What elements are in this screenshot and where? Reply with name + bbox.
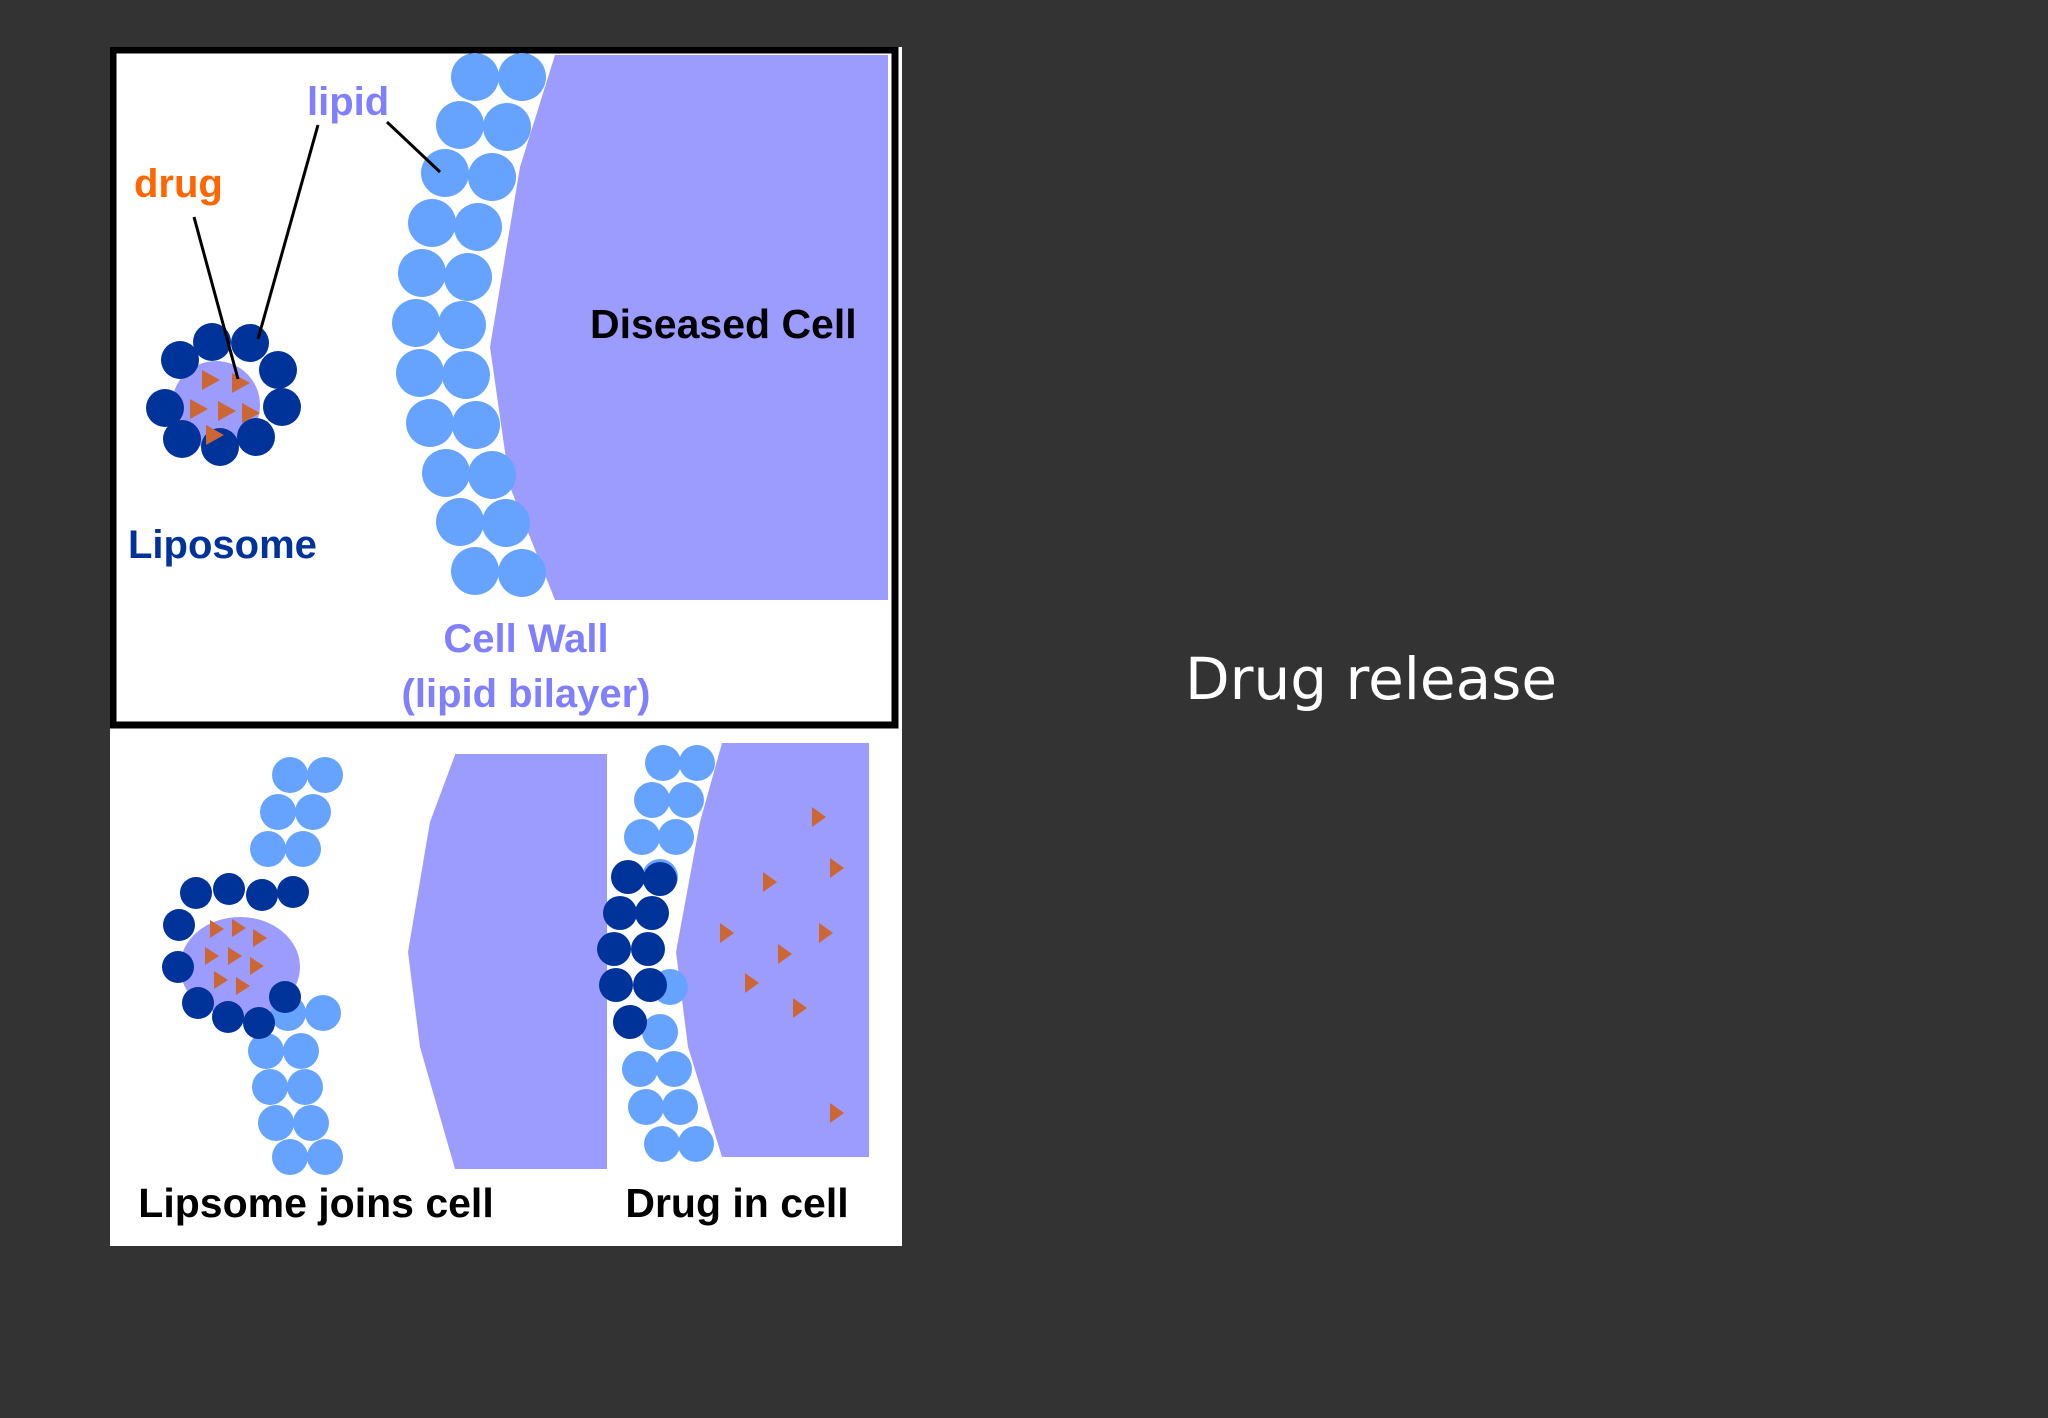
diseased-cell-label: Diseased Cell bbox=[590, 301, 857, 347]
liposome-merging bbox=[162, 873, 309, 1039]
cell-joining-body bbox=[455, 754, 607, 1169]
cell-wall-label: Cell Wall bbox=[443, 617, 608, 661]
diseased-cell bbox=[490, 55, 888, 600]
drug-label: drug bbox=[134, 162, 223, 206]
liposome-label: Liposome bbox=[128, 523, 317, 567]
cell-wall-joining bbox=[248, 757, 343, 1175]
released-drug bbox=[720, 807, 844, 1123]
leader-lines bbox=[192, 120, 442, 380]
drug-in-cell-caption: Drug in cell bbox=[625, 1180, 848, 1226]
drug-delivery-diagram: drug lipid Liposome Diseased Cell Cell W… bbox=[110, 47, 902, 1246]
lipid-label: lipid bbox=[307, 80, 389, 124]
bottom-right-panel: Drug in cell bbox=[597, 743, 869, 1226]
slide-caption: Drug release bbox=[1185, 645, 1558, 713]
cell-wall-sublabel: (lipid bilayer) bbox=[402, 672, 651, 716]
bottom-left-panel: Lipsome joins cell bbox=[138, 754, 607, 1226]
lipsome-joins-cell-caption: Lipsome joins cell bbox=[138, 1180, 493, 1226]
top-panel: drug lipid Liposome Diseased Cell Cell W… bbox=[110, 47, 899, 729]
liposome-fused-lipids bbox=[597, 860, 677, 1039]
cell-wall-bilayer bbox=[392, 53, 546, 597]
